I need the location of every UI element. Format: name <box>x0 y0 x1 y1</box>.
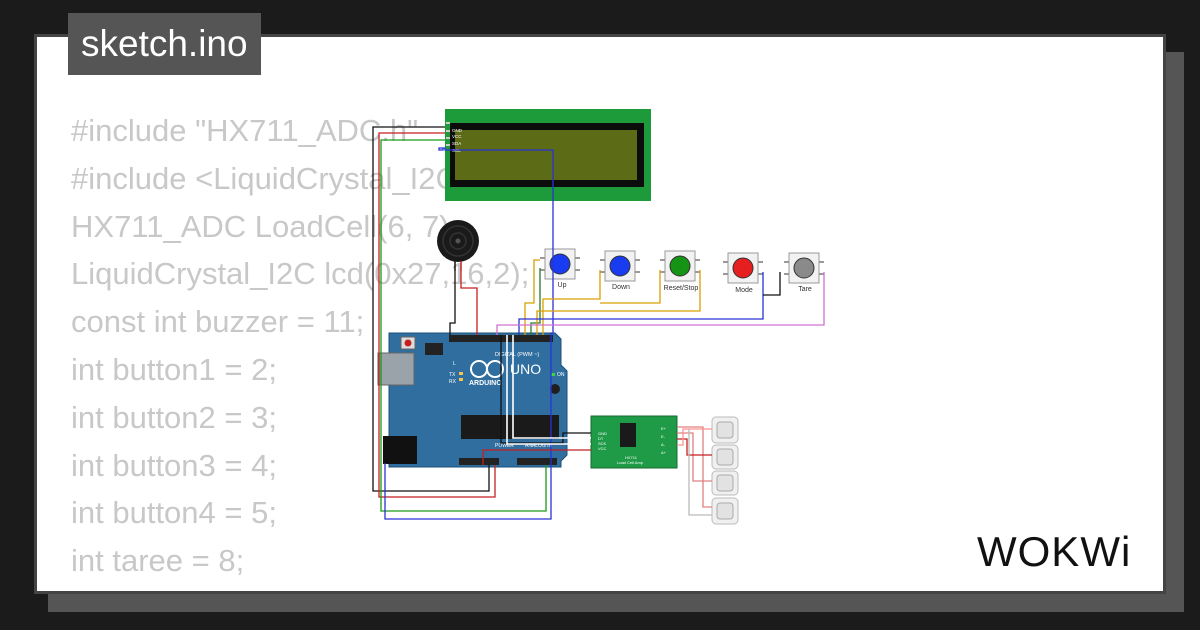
hx711-pin-eminus: E- <box>661 434 666 439</box>
l-label: L <box>453 361 456 367</box>
hx711-title: HX711 <box>625 455 638 460</box>
load-cell[interactable] <box>711 497 739 525</box>
on-label: ON <box>557 372 565 378</box>
lcd-pin-vcc: VCC <box>452 134 462 139</box>
analog-label: ANALOG IN <box>525 443 553 449</box>
circuit-diagram: GND VCC SDA SCL Up <box>372 109 825 525</box>
code-line: int taree = 8; <box>71 543 245 579</box>
load-cell[interactable] <box>711 444 739 470</box>
push-button-up[interactable]: Up <box>540 248 580 289</box>
tx-label: TX <box>449 372 456 378</box>
push-button-mode[interactable]: Mode <box>723 252 763 294</box>
load-cell[interactable] <box>711 470 739 496</box>
code-line: int ... <box>71 585 529 592</box>
hx711-subtitle: Load Cell Amp <box>617 460 644 465</box>
code-line: int button1 = 2; <box>71 351 277 387</box>
load-cells <box>711 416 739 525</box>
button-label-up: Up <box>558 282 567 289</box>
button-label-reset-stop: Reset/Stop <box>664 285 699 292</box>
buzzer[interactable] <box>437 220 479 271</box>
hx711-pin-eplus: E+ <box>661 426 667 431</box>
hx711-pin-aplus: A+ <box>661 450 667 455</box>
code-line: int button2 = 3; <box>71 399 277 435</box>
rx-label: RX <box>449 379 457 385</box>
power-jack <box>383 436 417 464</box>
power-label: POWER <box>495 443 514 449</box>
hx711-module[interactable]: GND DT SCK VCC E+ E- A- A+ HX711 Load Ce… <box>590 415 678 469</box>
hx711-pin-dt: DT <box>598 436 604 441</box>
power-header <box>459 458 499 465</box>
board-model: UNO <box>510 361 541 377</box>
reset-button[interactable] <box>404 339 412 347</box>
lcd-pin-gnd: GND <box>452 128 463 133</box>
preview-card: #include "HX711_ADC.h"#include <LiquidCr… <box>34 34 1166 594</box>
hx711-pin-vcc: VCC <box>598 446 607 451</box>
code-line: LiquidCrystal_I2C lcd(0x27,16,2); <box>71 256 530 292</box>
file-tab-title: sketch.ino <box>68 13 261 75</box>
code-line: int button4 = 5; <box>71 495 277 531</box>
wires <box>372 126 825 520</box>
hx711-pin-sck: SCK <box>598 441 607 446</box>
button-label-down: Down <box>612 284 630 291</box>
lcd-display[interactable]: GND VCC SDA SCL <box>445 109 651 201</box>
lcd-pin-sda: SDA <box>452 141 461 146</box>
atmega-chip <box>461 415 559 439</box>
code-line: const int buzzer = 11; <box>71 304 365 340</box>
usb-port <box>377 352 415 386</box>
hx711-pin-gnd: GND <box>598 431 607 436</box>
arduino-uno-board[interactable]: DIGITAL (PWM ~) UNO ARDUINO TX RX L ON P… <box>377 332 568 468</box>
code-line: int button3 = 4; <box>71 447 277 483</box>
button-label-mode: Mode <box>735 287 753 294</box>
button-label-tare: Tare <box>798 286 812 293</box>
wokwi-logo-icon: WOKWi <box>977 528 1131 575</box>
hx711-pin-aminus: A- <box>661 442 666 447</box>
board-brand: ARDUINO <box>469 380 502 387</box>
push-button-reset-stop[interactable]: Reset/Stop <box>660 250 700 292</box>
load-cell[interactable] <box>711 416 739 444</box>
wokwi-logo: WOKWi <box>977 528 1149 579</box>
push-button-tare[interactable]: Tare <box>784 252 824 293</box>
analog-header <box>517 458 557 465</box>
wokwi-logo-text: WOKWi <box>977 530 1131 574</box>
digital-label: DIGITAL (PWM ~) <box>495 352 539 358</box>
push-button-down[interactable]: Down <box>600 250 640 291</box>
